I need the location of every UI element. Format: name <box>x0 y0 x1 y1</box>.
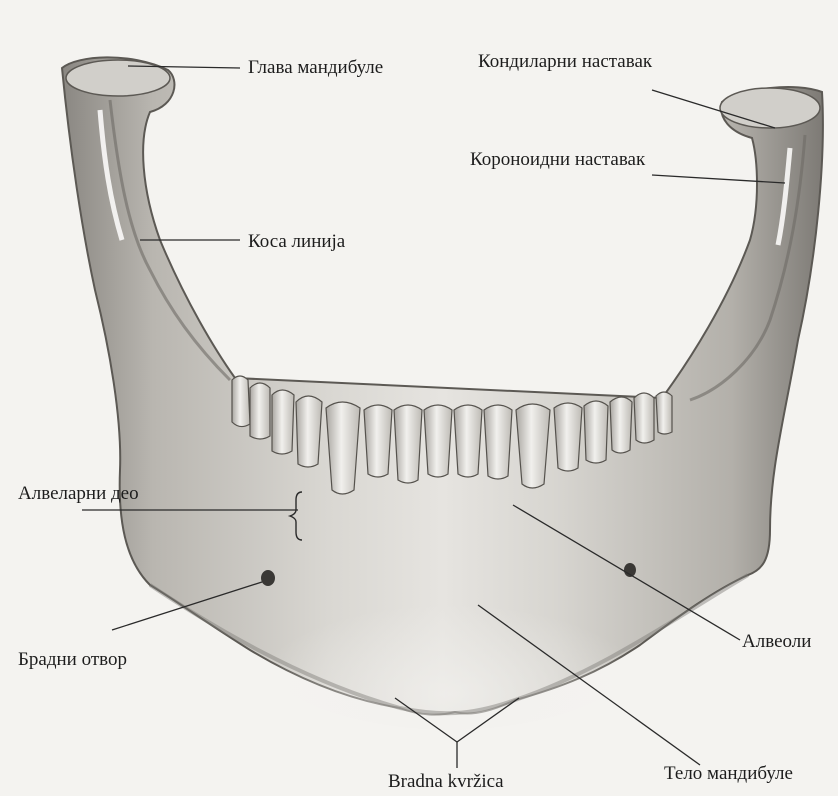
chin-highlight <box>250 550 650 730</box>
left-condyle <box>66 60 170 96</box>
label-body-of-mandible: Тело мандибуле <box>664 764 793 783</box>
right-condyle <box>720 88 820 128</box>
label-mental-foramen: Брадни отвор <box>18 650 127 669</box>
label-oblique-line: Коса линија <box>248 232 345 251</box>
label-condylar-process: Кондиларни наставак <box>478 52 652 71</box>
label-mental-tubercle: Bradna kvržica <box>388 772 504 791</box>
left-mental-foramen <box>261 570 275 586</box>
label-coronoid-process: Короноидни наставак <box>470 150 645 169</box>
label-alveoli: Алвеоли <box>742 632 811 651</box>
label-head-of-mandible: Глава мандибуле <box>248 58 383 77</box>
label-alveolar-part: Алвеларни део <box>18 484 139 503</box>
